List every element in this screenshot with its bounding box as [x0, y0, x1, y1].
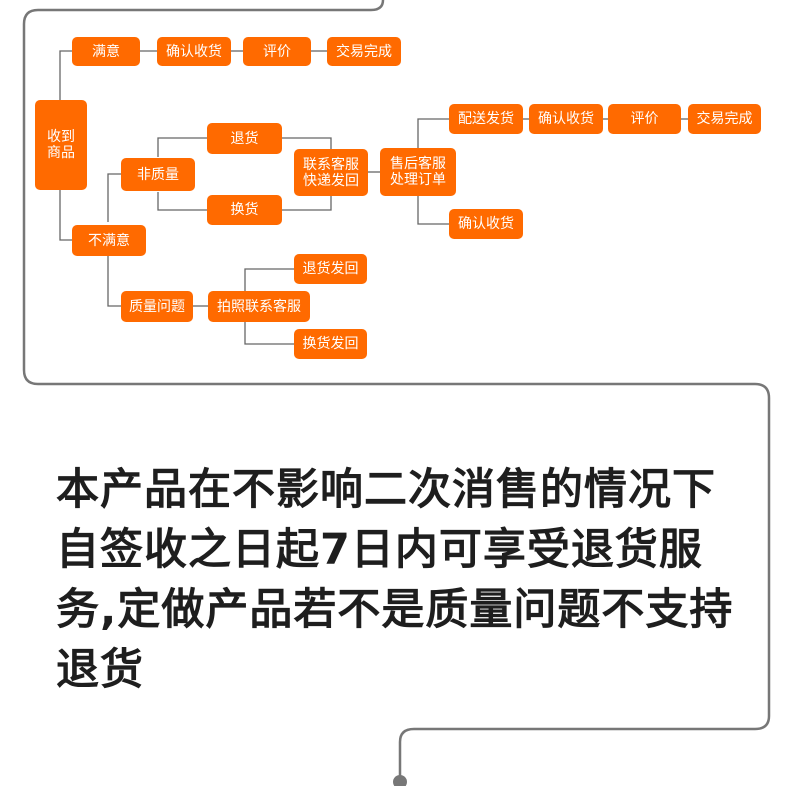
node-unsatisfied: 不满意: [72, 225, 146, 256]
node-review-1: 评价: [243, 37, 311, 66]
top-frame: [22, 0, 771, 786]
node-review-2: 评价: [608, 104, 681, 134]
node-received-goods: 收到 商品: [35, 100, 87, 190]
frame-end-dot: [393, 775, 407, 786]
node-confirm-receipt-1: 确认收货: [157, 37, 231, 66]
node-deal-done-1: 交易完成: [327, 37, 401, 66]
node-non-quality: 非质量: [121, 158, 195, 191]
node-confirm-receipt-3: 确认收货: [449, 209, 523, 239]
policy-line-2: 自签收之日起7日内可享受退货服: [56, 525, 703, 575]
node-after-sales-process: 售后客服 处理订单: [380, 148, 456, 196]
policy-line-1: 本产品在不影响二次消售的情况下: [56, 465, 716, 515]
node-satisfied: 满意: [72, 37, 140, 66]
node-deal-done-2: 交易完成: [688, 104, 761, 134]
node-photo-contact-service: 拍照联系客服: [208, 291, 310, 322]
connector-lines: [59, 50, 688, 345]
node-exchange: 换货: [207, 195, 282, 225]
node-ship-out: 配送发货: [449, 104, 523, 134]
policy-line-3: 务,定做产品若不是质量问题不支持: [56, 585, 734, 635]
node-quality-issue: 质量问题: [121, 291, 193, 322]
node-return-ship-back: 退货发回: [294, 254, 367, 284]
node-exchange-ship-back: 换货发回: [294, 329, 367, 359]
node-return: 退货: [207, 123, 282, 154]
policy-line-4: 退货: [56, 645, 144, 695]
node-confirm-receipt-2: 确认收货: [529, 104, 603, 134]
return-policy-text: 本产品在不影响二次消售的情况下 自签收之日起7日内可享受退货服 务,定做产品若不…: [56, 460, 756, 700]
node-contact-service-ship-back: 联系客服 快递发回: [294, 149, 368, 196]
